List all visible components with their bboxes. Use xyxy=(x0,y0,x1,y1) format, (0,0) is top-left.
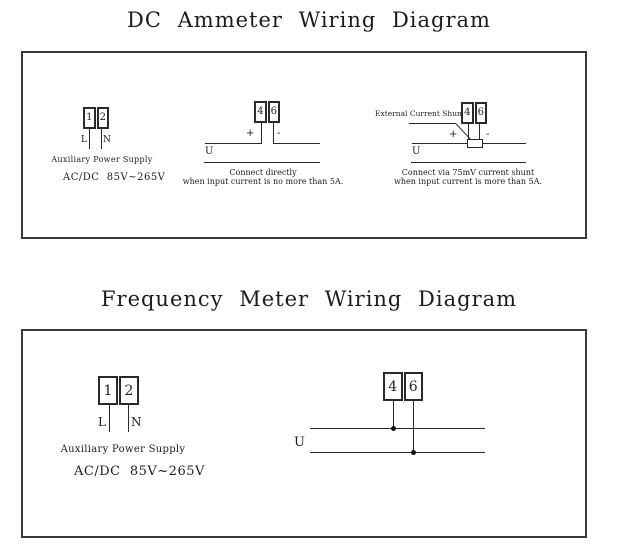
dc-shunt-u-label: U xyxy=(412,146,421,157)
dc-direct-wire-plus xyxy=(261,123,262,143)
fm-power-wire-n xyxy=(128,405,129,432)
dc-direct-bus-lower xyxy=(204,162,320,163)
terminal-cell-6: 6 xyxy=(267,101,280,123)
terminal-cell-4: 4 xyxy=(254,101,267,123)
terminal-cell-4: 4 xyxy=(461,102,474,124)
dc-ammeter-title: DC Ammeter Wiring Diagram xyxy=(127,8,491,32)
terminal-cell-2: 2 xyxy=(96,107,109,129)
dc-shunt-terminal-block: 4 6 xyxy=(461,102,487,124)
dc-ammeter-frame xyxy=(21,51,587,239)
terminal-cell-1: 1 xyxy=(83,107,96,129)
terminal-cell-2: 2 xyxy=(119,376,139,405)
frequency-meter-title: Frequency Meter Wiring Diagram xyxy=(100,287,518,311)
dc-shunt-label: External Current Shunt xyxy=(375,109,465,118)
dc-direct-wire-minus xyxy=(273,123,274,143)
dc-power-caption: Auxiliary Power Supply xyxy=(51,155,153,164)
dc-power-rating: AC/DC 85V~265V xyxy=(63,172,166,183)
fm-voltage-terminal-block: 4 6 xyxy=(383,372,423,401)
dc-direct-minus-sign: - xyxy=(277,128,281,139)
dc-shunt-bus-lower xyxy=(411,162,526,163)
fm-voltage-bus-lower xyxy=(310,452,485,453)
dc-direct-terminal-block: 4 6 xyxy=(254,101,280,123)
dc-direct-caption-2: when input current is no more than 5A. xyxy=(182,177,344,186)
dc-shunt-resistor xyxy=(467,139,483,148)
dc-direct-caption-1: Connect directly xyxy=(229,168,297,177)
fm-voltage-bus-upper xyxy=(310,428,485,429)
dc-shunt-caption-2: when input current is more than 5A. xyxy=(393,177,543,186)
dc-direct-plus-sign: + xyxy=(246,128,255,139)
dc-shunt-caption-1: Connect via 75mV current shunt xyxy=(401,168,535,177)
dc-shunt-plus-sign: + xyxy=(449,129,458,140)
fm-power-label-n: N xyxy=(131,415,142,429)
dc-direct-bus-minus xyxy=(273,143,320,144)
terminal-cell-1: 1 xyxy=(98,376,118,405)
dc-power-label-l: L xyxy=(81,135,87,145)
dc-direct-bus-plus xyxy=(205,143,262,144)
dc-power-terminal-block: 1 2 xyxy=(83,107,109,129)
fm-power-rating: AC/DC 85V~265V xyxy=(74,464,205,479)
dc-direct-u-label: U xyxy=(205,146,214,157)
fm-voltage-wire-4 xyxy=(393,401,394,428)
dc-power-wire-l xyxy=(89,129,90,149)
terminal-cell-6: 6 xyxy=(474,102,487,124)
fm-voltage-u-label: U xyxy=(294,435,305,450)
dc-shunt-minus-sign: - xyxy=(486,129,490,140)
fm-power-caption: Auxiliary Power Supply xyxy=(60,444,186,455)
fm-power-terminal-block: 1 2 xyxy=(98,376,139,405)
fm-power-label-l: L xyxy=(98,415,106,429)
fm-power-wire-l xyxy=(109,405,110,432)
dc-shunt-wire-minus xyxy=(479,124,480,140)
fm-junction-dot-lower xyxy=(411,450,416,455)
dc-shunt-leader-line xyxy=(409,123,456,124)
frequency-meter-frame xyxy=(21,329,587,538)
dc-power-label-n: N xyxy=(103,135,111,145)
terminal-cell-4: 4 xyxy=(383,372,403,401)
fm-junction-dot-upper xyxy=(391,426,396,431)
dc-power-wire-n xyxy=(101,129,102,149)
fm-voltage-wire-6 xyxy=(413,401,414,452)
dc-shunt-wire-plus xyxy=(468,124,469,140)
terminal-cell-6: 6 xyxy=(403,372,423,401)
